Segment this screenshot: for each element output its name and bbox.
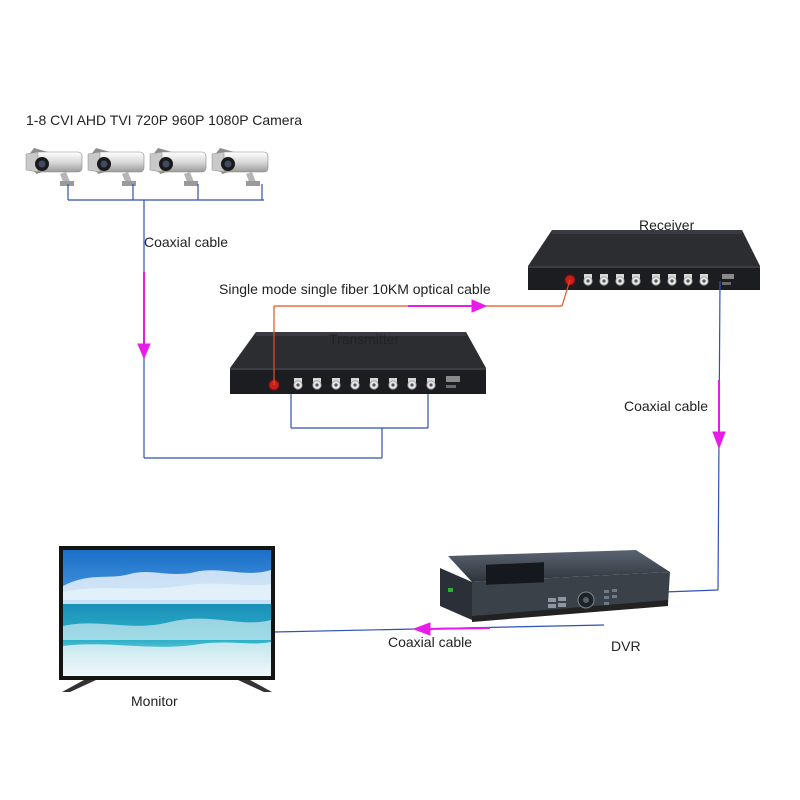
monitor-icon: [59, 546, 275, 692]
transmitter-label: Transmitter: [329, 331, 400, 347]
camera-icon: [211, 147, 269, 187]
camera-group: [25, 147, 269, 187]
receiver-dvr-arrow: [712, 380, 726, 450]
monitor-label: Monitor: [131, 693, 178, 709]
dvr-label: DVR: [611, 638, 641, 654]
camera-coax-lines: [67, 184, 429, 459]
receiver-label: Receiver: [639, 217, 695, 233]
dvr-icon: [440, 550, 670, 622]
coax-arrow: [137, 272, 151, 360]
camera-icon: [87, 147, 145, 187]
camera-icon: [25, 147, 83, 187]
receiver-dvr-coax: [663, 280, 721, 593]
receiver-icon: [528, 230, 760, 290]
coax-label-dvr-monitor: Coaxial cable: [388, 634, 473, 650]
camera-icon: [149, 147, 207, 187]
fiber-arrow: [408, 299, 488, 313]
fiber-label: Single mode single fiber 10KM optical ca…: [219, 281, 491, 297]
coax-label-receiver-dvr: Coaxial cable: [624, 398, 709, 414]
coax-label-cameras: Coaxial cable: [144, 234, 229, 250]
camera-title: 1-8 CVI AHD TVI 720P 960P 1080P Camera: [26, 112, 303, 128]
transmitter-icon: [230, 332, 486, 394]
dvr-monitor-arrow: [412, 622, 491, 636]
